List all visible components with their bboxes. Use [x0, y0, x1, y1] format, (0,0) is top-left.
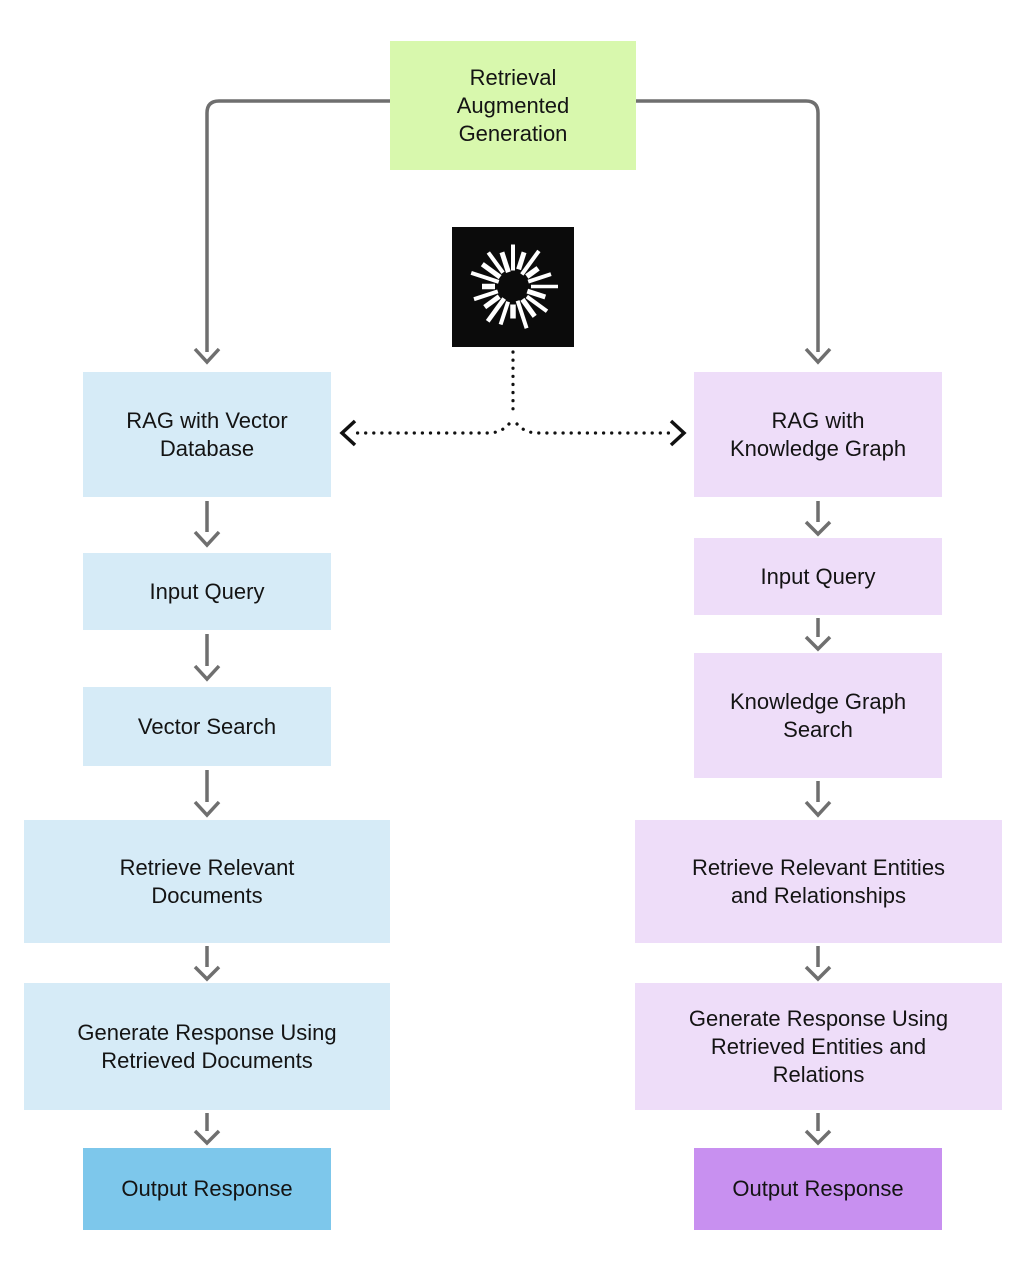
dotted-arrowhead-left	[339, 419, 357, 447]
arrow-vector-5	[193, 1113, 221, 1146]
node-vector-input-query[interactable]: Input Query	[83, 553, 331, 630]
arrow-kg-3	[804, 781, 832, 818]
arrow-vector-1	[193, 501, 221, 548]
sunburst-ray	[525, 266, 540, 279]
node-retrieve-relevant-documents[interactable]: Retrieve Relevant Documents	[24, 820, 390, 943]
logo-tile	[452, 227, 574, 347]
node-knowledge-graph-search[interactable]: Knowledge Graph Search	[694, 653, 942, 778]
node-retrieve-entities-relationships[interactable]: Retrieve Relevant Entities and Relations…	[635, 820, 1002, 943]
sunburst-ray	[473, 289, 499, 302]
sunburst-ray	[520, 297, 537, 318]
node-generate-response-documents[interactable]: Generate Response Using Retrieved Docume…	[24, 983, 390, 1110]
sunburst-ray	[498, 301, 510, 326]
node-rag-with-knowledge-graph[interactable]: RAG with Knowledge Graph	[694, 372, 942, 497]
node-vector-output-response[interactable]: Output Response	[83, 1148, 331, 1230]
dotted-branch-left	[354, 422, 511, 435]
sunburst-ray	[525, 294, 549, 313]
dotted-arrowhead-right	[669, 419, 687, 447]
sunburst-ray	[516, 251, 527, 271]
arrow-kg-4	[804, 946, 832, 982]
connector-root-to-kg	[636, 99, 820, 352]
sunburst-ray	[485, 297, 507, 323]
arrow-kg-1	[804, 501, 832, 537]
arrow-vector-2	[193, 634, 221, 682]
arrow-kg-2	[804, 618, 832, 652]
dotted-branch-right	[515, 422, 672, 435]
sunburst-ray	[526, 288, 547, 300]
sunburst-ray	[499, 251, 511, 273]
node-generate-response-entities[interactable]: Generate Response Using Retrieved Entiti…	[635, 983, 1002, 1110]
arrow-vector-4	[193, 946, 221, 982]
sunburst-icon	[470, 244, 558, 329]
node-label: Retrieval Augmented Generation	[456, 64, 570, 146]
sunburst-ray	[527, 272, 552, 284]
arrow-vector-3	[193, 770, 221, 818]
arrowhead-root-to-vector	[193, 347, 221, 365]
sunburst-ray	[470, 270, 500, 284]
node-kg-output-response[interactable]: Output Response	[694, 1148, 942, 1230]
arrowhead-root-to-kg	[804, 347, 832, 365]
sunburst-ray	[480, 262, 502, 280]
sunburst-ray	[483, 294, 501, 310]
sunburst-ray	[520, 249, 541, 276]
sunburst-ray	[486, 251, 505, 274]
node-rag-with-vector-database[interactable]: RAG with Vector Database	[83, 372, 331, 497]
node-retrieval-augmented-generation[interactable]: Retrieval Augmented Generation	[390, 41, 636, 170]
connector-root-to-vector	[205, 99, 390, 352]
node-vector-search[interactable]: Vector Search	[83, 687, 331, 766]
sunburst-ray	[515, 300, 529, 329]
node-kg-input-query[interactable]: Input Query	[694, 538, 942, 615]
arrow-kg-5	[804, 1113, 832, 1146]
